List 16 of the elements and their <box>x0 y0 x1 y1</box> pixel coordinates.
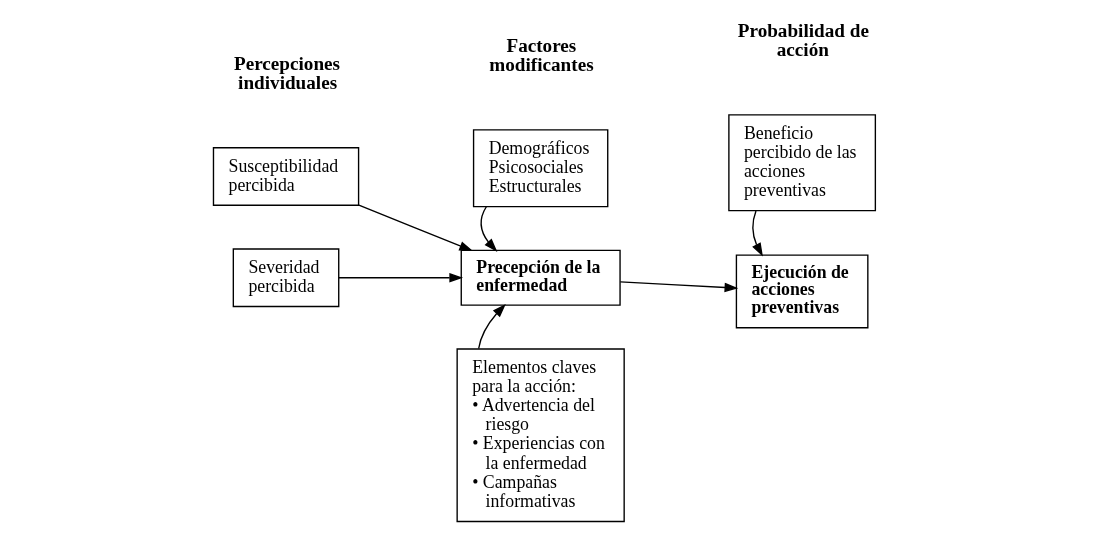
label: Factores modificantes <box>488 35 594 76</box>
arrow <box>751 210 763 257</box>
node-box: Susceptibilidad percibida <box>212 147 359 206</box>
node-box: Precepción de la enfermedad <box>460 249 621 306</box>
label: Percepciones individuales <box>233 52 340 94</box>
arrow <box>479 206 497 252</box>
label: Probabilidad de acción <box>737 20 869 61</box>
node-box: Severidad percibida <box>232 248 339 308</box>
arrow <box>477 303 506 350</box>
node-box: Elementos claves para la acción: • Advertencia del riesgo • Experiencias con la enfermedad • Campañas informativas <box>455 348 625 523</box>
node-box: Beneficio percibido de las acciones preventivas <box>727 114 876 212</box>
node-box: Ejecución de acciones preventivas <box>735 254 868 329</box>
arrow <box>357 204 473 252</box>
arrow <box>619 281 738 293</box>
arrow <box>337 272 463 283</box>
node-box: Demográficos Psicosociales Estructurales <box>472 129 608 208</box>
